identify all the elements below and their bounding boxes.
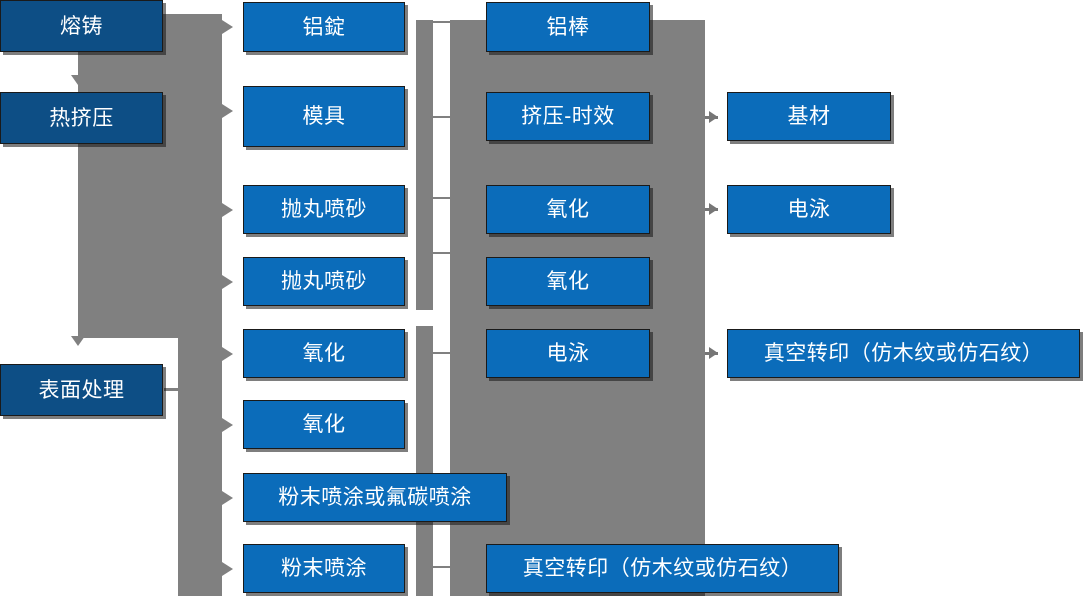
arrow-melt-to-extrude-icon (71, 75, 85, 85)
arrow-to-c2-5-icon (222, 347, 233, 361)
left-trunk-upper (178, 14, 222, 596)
result-box-base-material[interactable]: 基材 (727, 92, 891, 141)
spine-tick-3 (433, 197, 452, 199)
step-box-aluminum-ingot[interactable]: 铝錠 (243, 2, 405, 52)
step-box-powder-coating[interactable]: 粉末喷涂 (243, 544, 405, 593)
arrow-to-c4-1-icon (709, 111, 718, 123)
step-box-mold[interactable]: 模具 (243, 86, 405, 147)
spine-tick-6 (433, 566, 452, 568)
stage-box-surface-treatment[interactable]: 表面处理 (0, 364, 163, 416)
step-box-oxidation-c3-1[interactable]: 氧化 (486, 185, 650, 234)
arrow-to-c2-6-icon (222, 418, 233, 432)
step-box-electrophoresis-c3[interactable]: 电泳 (486, 329, 650, 378)
arrow-to-c2-4-icon (222, 275, 233, 289)
surface-connector-line (164, 388, 188, 391)
step-box-extrusion-aging[interactable]: 挤压-时效 (486, 92, 650, 141)
spine-tick-2 (433, 116, 452, 118)
result-box-electrophoresis[interactable]: 电泳 (727, 185, 891, 234)
spine-tick-5 (433, 352, 452, 354)
step-box-aluminum-bar[interactable]: 铝棒 (486, 2, 650, 52)
stage-box-hot-extrusion[interactable]: 热挤压 (0, 92, 163, 144)
arrow-to-c2-3-icon (222, 203, 233, 217)
arrow-to-c2-7-icon (222, 491, 233, 505)
mid-spine-gap (416, 310, 433, 326)
step-box-oxidation-c3-2[interactable]: 氧化 (486, 257, 650, 306)
spine-tick-1 (416, 21, 452, 23)
step-box-shot-blasting-2[interactable]: 抛丸喷砂 (243, 257, 405, 306)
arrow-extrude-to-surface-icon (71, 336, 85, 346)
arrow-to-c2-2-icon (222, 104, 233, 118)
step-box-powder-or-fluorocarbon-coating[interactable]: 粉末喷涂或氟碳喷涂 (243, 473, 507, 522)
step-box-shot-blasting-1[interactable]: 抛丸喷砂 (243, 185, 405, 234)
stage-box-melt[interactable]: 熔铸 (0, 0, 163, 52)
step-box-vacuum-transfer-print-c3[interactable]: 真空转印（仿木纹或仿石纹） (486, 544, 839, 593)
arrow-to-c4-2-icon (709, 203, 718, 215)
arrow-to-c2-8-icon (222, 562, 233, 576)
arrow-to-c2-1-icon (222, 20, 233, 34)
step-box-oxidation-c2-2[interactable]: 氧化 (243, 400, 405, 449)
step-box-oxidation-c2-1[interactable]: 氧化 (243, 329, 405, 378)
result-box-vacuum-transfer-print[interactable]: 真空转印（仿木纹或仿石纹） (727, 329, 1080, 378)
spine-tick-4 (433, 252, 452, 254)
arrow-to-c4-3-icon (709, 347, 718, 359)
mid-spine-bar (416, 20, 433, 596)
